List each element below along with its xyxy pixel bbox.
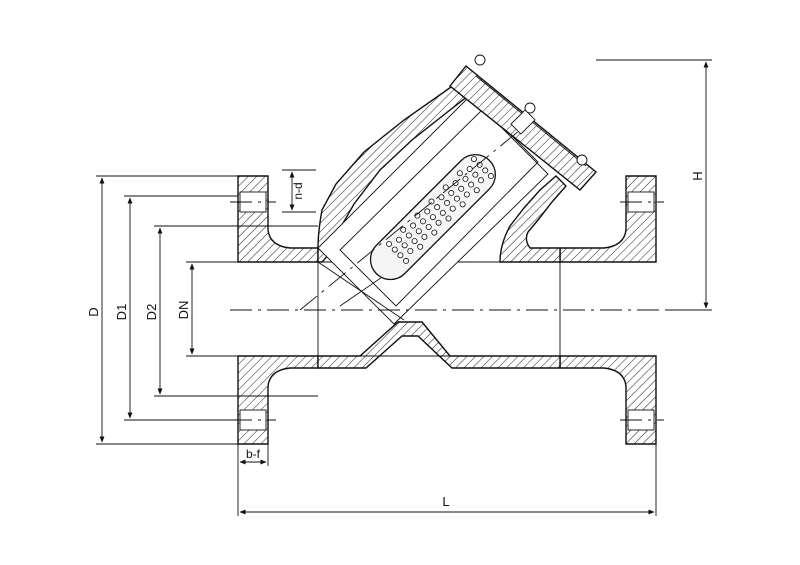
strainer-screen bbox=[369, 153, 497, 281]
screen-perforation bbox=[400, 226, 407, 233]
screen-perforation bbox=[401, 242, 408, 249]
screen-perforation bbox=[459, 201, 466, 208]
dimension-lines bbox=[99, 61, 709, 515]
right-flange bbox=[559, 175, 664, 445]
cover-bolt-1 bbox=[474, 54, 486, 66]
screen-perforation bbox=[463, 191, 470, 198]
label-L: L bbox=[442, 494, 449, 509]
label-D2: D2 bbox=[144, 304, 159, 321]
screen-perforation bbox=[415, 228, 422, 235]
label-D1: D1 bbox=[114, 304, 129, 321]
screen-perforation bbox=[470, 156, 477, 163]
screen-perforation bbox=[397, 252, 404, 259]
screen-perforation bbox=[473, 187, 480, 194]
screen-perforation bbox=[445, 215, 452, 222]
screen-perforation bbox=[395, 236, 402, 243]
screen-perforation bbox=[403, 257, 410, 264]
screen-perforation bbox=[472, 171, 479, 178]
screen-perforation bbox=[453, 195, 460, 202]
screen-perforation bbox=[421, 233, 428, 240]
screen-perforation bbox=[410, 222, 417, 229]
screen-perforation bbox=[431, 229, 438, 236]
label-b-f: b-f bbox=[246, 447, 261, 461]
screen-perforation bbox=[482, 167, 489, 174]
screen-perforation bbox=[434, 204, 441, 211]
screen-perforation bbox=[466, 165, 473, 172]
screen-perforation bbox=[405, 232, 412, 239]
screen-perforation bbox=[411, 238, 418, 245]
screen-perforation bbox=[417, 243, 424, 250]
label-n-d: n-d bbox=[291, 182, 305, 199]
screen-perforation bbox=[487, 173, 494, 180]
screen-perforation bbox=[414, 212, 421, 219]
cover-bolt-3 bbox=[576, 154, 588, 166]
screen-perforation bbox=[456, 170, 463, 177]
screen-perforation bbox=[448, 190, 455, 197]
label-D: D bbox=[86, 307, 101, 316]
screen-perforation bbox=[424, 208, 431, 215]
screen-perforation bbox=[449, 205, 456, 212]
label-DN: DN bbox=[176, 301, 191, 320]
screen-perforation bbox=[468, 181, 475, 188]
screen-perforation bbox=[391, 246, 398, 253]
label-H: H bbox=[690, 171, 705, 180]
screen-perforation bbox=[458, 185, 465, 192]
screen-perforation bbox=[386, 240, 393, 247]
screen-perforation bbox=[407, 248, 414, 255]
screen-perforation bbox=[439, 209, 446, 216]
screen-perforation bbox=[429, 214, 436, 221]
screen-perforation bbox=[435, 219, 442, 226]
centerlines bbox=[230, 129, 668, 311]
screen-perforation bbox=[438, 194, 445, 201]
cover-bolt-2 bbox=[524, 102, 536, 114]
screen-perforation bbox=[425, 223, 432, 230]
screen-perforation bbox=[444, 199, 451, 206]
screen-perforation bbox=[420, 218, 427, 225]
screen-perforation bbox=[462, 175, 469, 182]
screen-perforation bbox=[476, 161, 483, 168]
extension-lines bbox=[96, 59, 712, 516]
screen-perforation bbox=[478, 177, 485, 184]
